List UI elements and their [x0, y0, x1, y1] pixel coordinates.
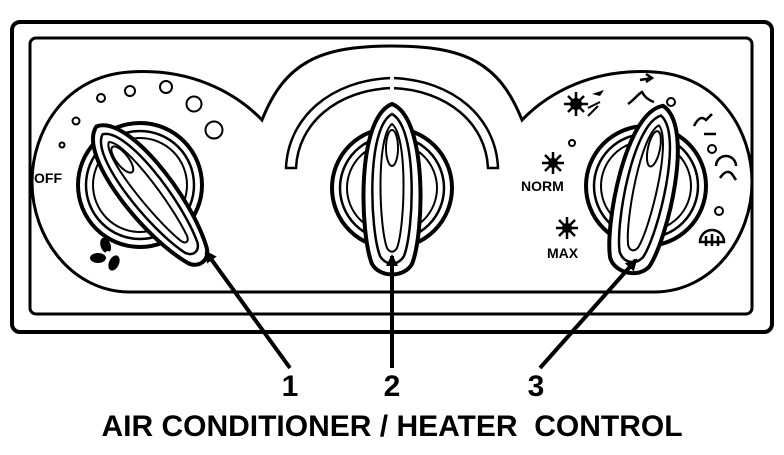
mode-dial[interactable]: NORM MAX: [521, 72, 738, 278]
diagram-caption: AIR CONDITIONER / HEATER CONTROL: [101, 410, 683, 443]
off-label: OFF: [34, 170, 62, 186]
fan-speed-dial[interactable]: OFF: [34, 80, 224, 278]
temperature-dial[interactable]: [284, 76, 500, 277]
temperature-knob-handle[interactable]: [361, 101, 423, 277]
temperature-arc: [284, 76, 500, 170]
floor-defrost-icon: [714, 154, 738, 181]
fan-speed-dots: [58, 80, 224, 149]
callout-number-2: 2: [384, 370, 401, 403]
max-label: MAX: [547, 245, 579, 261]
callout-arrow-1: [204, 250, 292, 370]
callout-number-1: 1: [282, 370, 299, 403]
fan-knob-handle[interactable]: [76, 111, 223, 278]
fan-icon: [90, 237, 120, 271]
callout-number-3: 3: [528, 370, 545, 403]
panel-vent-icon: [627, 72, 655, 106]
callout-arrows: [204, 250, 638, 370]
floor-vent-icon: [692, 113, 716, 136]
norm-label: NORM: [521, 178, 564, 194]
max-ac-panel-icon: [564, 90, 604, 117]
norm-snowflake-icon: [542, 152, 564, 174]
defrost-icon: [698, 228, 726, 246]
max-snowflake-icon: [556, 217, 578, 239]
callout-arrow-3: [538, 258, 638, 370]
